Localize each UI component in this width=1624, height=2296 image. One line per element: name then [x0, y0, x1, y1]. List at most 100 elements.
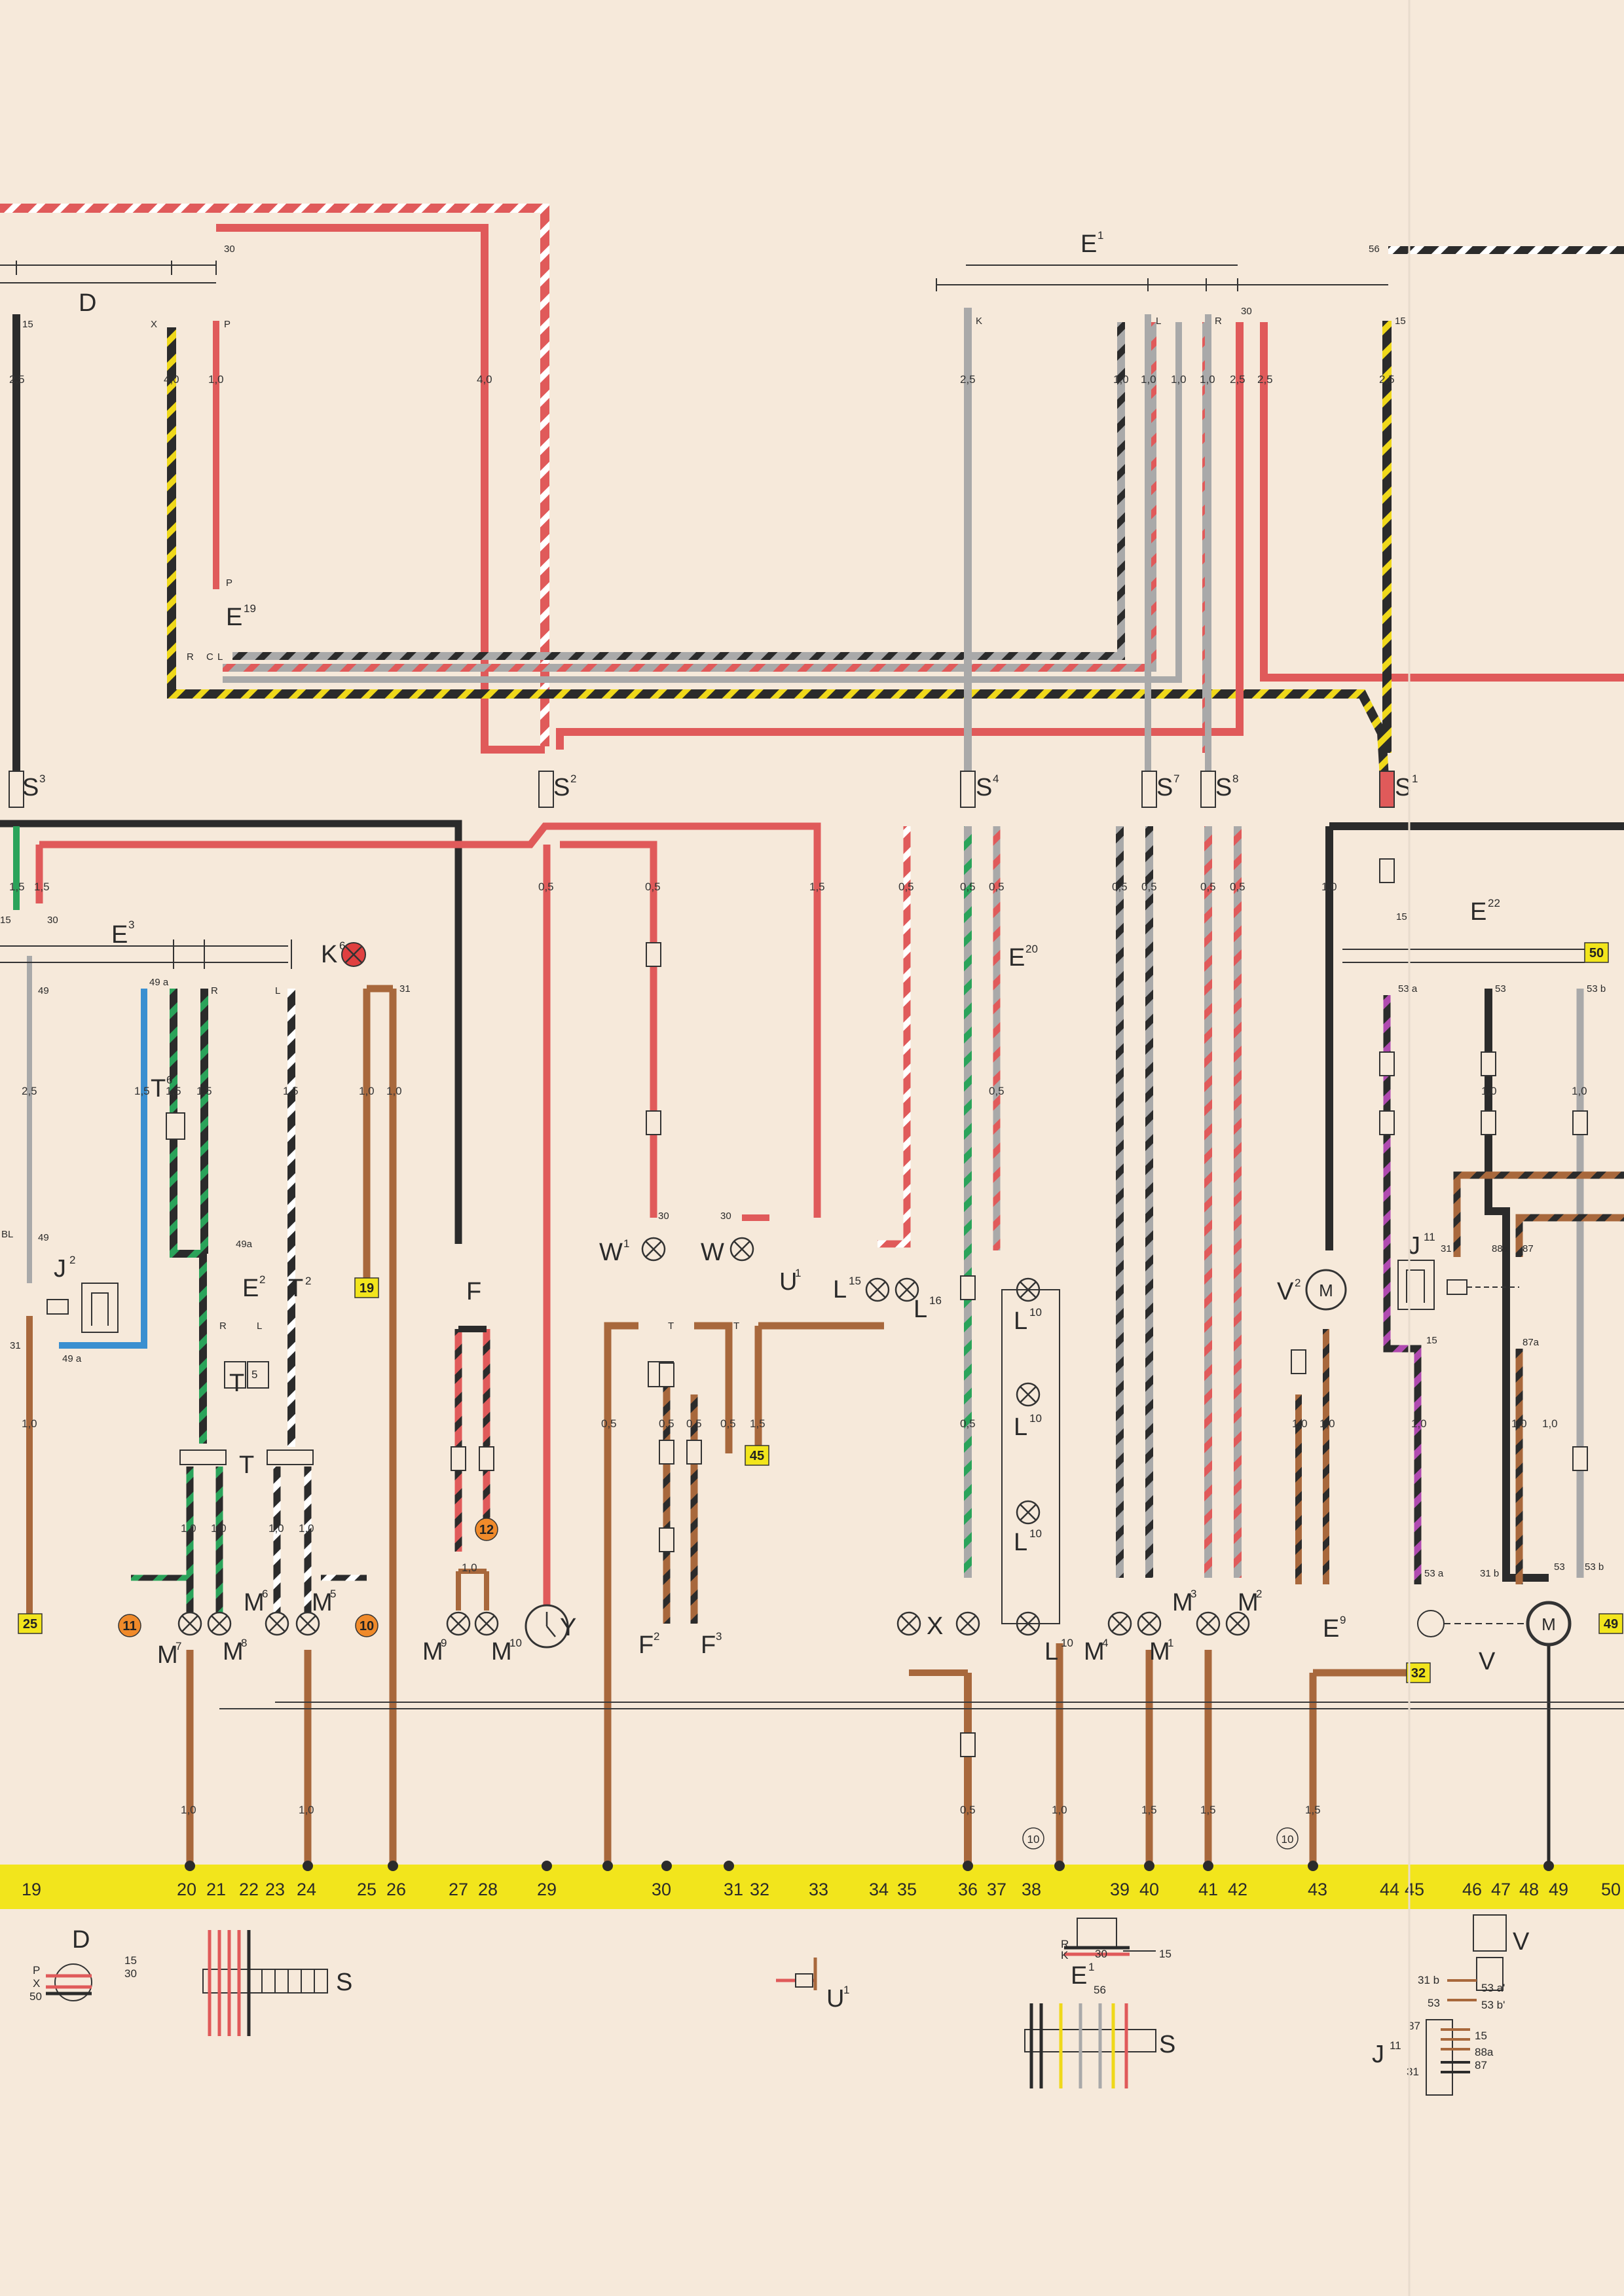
svg-text:R: R [187, 651, 194, 663]
tag-11 [118, 1614, 141, 1637]
lamp-m8 [207, 1611, 232, 1636]
svg-text:1,0: 1,0 [462, 1561, 477, 1574]
svg-text:K: K [321, 941, 337, 968]
wire-red-black-f [454, 1329, 490, 1552]
svg-text:D: D [72, 1926, 90, 1954]
relay-j2 [46, 1283, 119, 1333]
svg-text:8: 8 [241, 1637, 247, 1649]
svg-text:M: M [491, 1638, 512, 1666]
bus-number: 49 [1549, 1880, 1568, 1899]
svg-text:1: 1 [1098, 229, 1103, 242]
svg-text:1,0: 1,0 [22, 1417, 37, 1430]
lamp-m5 [295, 1611, 320, 1636]
svg-text:2: 2 [654, 1630, 659, 1643]
bus-number: 40 [1139, 1880, 1159, 1899]
wire-brown-m7 [186, 1650, 312, 1866]
tag-45 [745, 1445, 769, 1466]
fuse-s3 [9, 771, 24, 808]
svg-text:P: P [226, 577, 232, 589]
svg-text:15: 15 [124, 1954, 137, 1967]
svg-text:8: 8 [1232, 773, 1238, 785]
svg-text:49a: 49a [236, 1239, 253, 1250]
svg-text:9: 9 [441, 1637, 447, 1649]
svg-text:T: T [151, 1075, 166, 1102]
pin-connector [1572, 1110, 1588, 1135]
svg-text:E: E [242, 1275, 259, 1302]
svg-text:F: F [638, 1631, 654, 1659]
relay-j11 [1397, 1260, 1519, 1310]
svg-text:1: 1 [1088, 1961, 1094, 1973]
svg-text:E: E [1071, 1962, 1087, 1990]
k6-warning-lamp [341, 942, 366, 967]
svg-text:0,5: 0,5 [1141, 881, 1157, 893]
svg-text:3: 3 [716, 1630, 722, 1643]
svg-text:53 a: 53 a [1398, 983, 1418, 994]
svg-text:1,0: 1,0 [1542, 1417, 1558, 1430]
lamp-m2 [1225, 1611, 1250, 1636]
svg-text:11: 11 [1390, 2039, 1401, 2052]
pin-connector [646, 942, 661, 967]
svg-text:9: 9 [1340, 1614, 1346, 1626]
wire-brown-43 [1309, 1669, 1407, 1866]
svg-text:M: M [312, 1589, 333, 1616]
svg-text:1,0: 1,0 [268, 1522, 284, 1535]
pin-connector [646, 1110, 661, 1135]
svg-text:M: M [1541, 1614, 1556, 1634]
svg-text:1,0: 1,0 [181, 1804, 196, 1816]
connector-view-s-left: S [202, 1930, 352, 2036]
svg-text:S: S [1156, 774, 1173, 801]
svg-text:19: 19 [244, 602, 256, 615]
svg-text:6: 6 [262, 1588, 268, 1600]
wire-red-e1-2 [1260, 322, 1624, 682]
svg-text:30: 30 [124, 1967, 137, 1980]
svg-text:S: S [1215, 774, 1232, 801]
svg-text:M: M [157, 1641, 178, 1669]
svg-text:C: C [206, 651, 213, 663]
svg-text:53: 53 [1554, 1561, 1565, 1573]
svg-text:S: S [1159, 2031, 1175, 2058]
lamp-w [729, 1237, 754, 1262]
svg-text:53 a': 53 a' [1481, 1982, 1505, 1994]
bus-number: 21 [206, 1880, 226, 1899]
svg-text:11: 11 [122, 1619, 136, 1633]
wire-brown-black-j11 [1453, 1171, 1624, 1257]
tags: 19 25 45 32 50 49 11 10 12 10 10 [18, 942, 1623, 1850]
svg-text:15: 15 [1159, 1948, 1172, 1960]
svg-text:3: 3 [39, 773, 45, 785]
svg-text:53 b: 53 b [1587, 983, 1606, 994]
svg-text:30: 30 [1095, 1948, 1107, 1960]
svg-text:M: M [1172, 1589, 1193, 1616]
svg-text:P: P [224, 319, 231, 330]
connector-view-v: V 31 b 53 53 a' 53 b' [1418, 1914, 1530, 2011]
wire-red-t6 [560, 841, 657, 1218]
pin-connector [1481, 1110, 1496, 1135]
svg-text:10: 10 [1282, 1833, 1294, 1846]
svg-text:1,5: 1,5 [1200, 1804, 1216, 1816]
connector-view-d: D 15 30 P X 50 [29, 1926, 137, 2003]
svg-text:1,0: 1,0 [299, 1804, 314, 1816]
svg-text:X: X [151, 319, 157, 330]
svg-text:2: 2 [69, 1254, 75, 1266]
lamp-l16 [895, 1277, 919, 1302]
bus-number: 31 [724, 1880, 743, 1899]
tag-32 [1406, 1662, 1431, 1683]
svg-text:M: M [422, 1638, 443, 1666]
wire-grey-black-e19 [232, 322, 1125, 660]
svg-text:10: 10 [1029, 1412, 1042, 1425]
svg-text:15: 15 [1396, 911, 1407, 922]
svg-text:2,5: 2,5 [1257, 373, 1273, 386]
svg-text:U: U [779, 1268, 797, 1296]
bus-number: 33 [809, 1880, 828, 1899]
connector-view-j11: J 11 87 15 88a 87 31 [1372, 2019, 1494, 2096]
svg-text:2,5: 2,5 [9, 373, 25, 386]
svg-text:0,5: 0,5 [898, 881, 914, 893]
svg-text:1,0: 1,0 [1052, 1804, 1067, 1816]
tag-19 [354, 1277, 379, 1298]
svg-text:M: M [1319, 1281, 1333, 1300]
lamp-x1 [896, 1611, 921, 1636]
wire-brown-31 [363, 989, 397, 1866]
svg-text:87: 87 [1408, 2020, 1420, 2032]
svg-text:1,0: 1,0 [386, 1085, 402, 1097]
bus-number: 50 [1601, 1880, 1621, 1899]
